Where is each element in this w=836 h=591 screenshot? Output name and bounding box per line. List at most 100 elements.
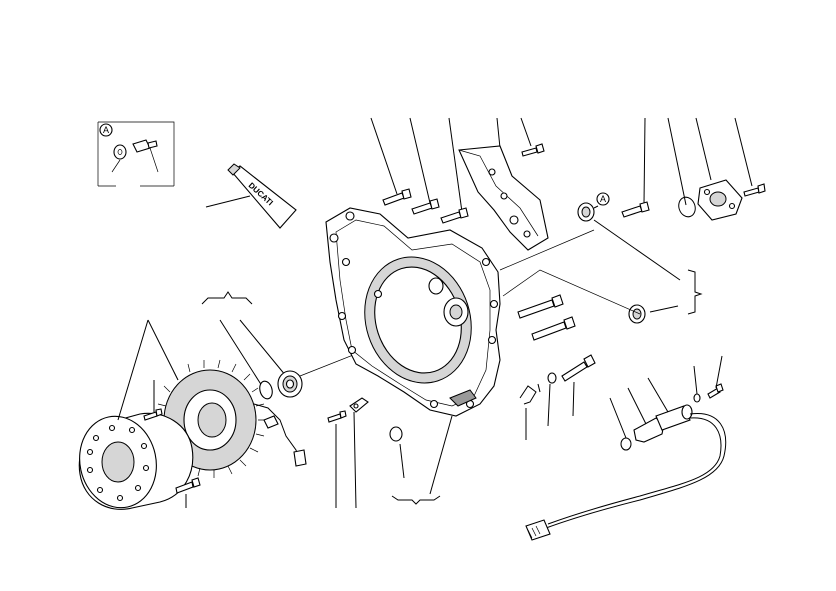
leader-5	[520, 117, 532, 147]
cover-bolt-hole-6	[347, 345, 357, 355]
bolt-a-head	[401, 188, 412, 200]
cover-bolt-hole-2	[345, 211, 355, 221]
cover-tab	[449, 389, 477, 407]
stator-bolt-2-head	[191, 477, 201, 488]
leader-8	[695, 117, 712, 181]
rotor-hole-9	[86, 466, 94, 474]
stator-bolts	[143, 408, 201, 508]
stator-wire	[253, 403, 301, 463]
bracket-hole-2	[500, 192, 508, 200]
leader-6	[643, 117, 646, 205]
callout-a-label-main: A	[600, 194, 606, 204]
sensor-oring	[620, 437, 632, 451]
rotor-hole-3	[128, 426, 136, 434]
small-bolt-bottom	[327, 413, 342, 423]
sensor-leaders	[609, 355, 723, 439]
bolt-f-head	[757, 183, 766, 194]
leader-2	[409, 117, 431, 204]
bolt-d-head	[535, 143, 545, 154]
bolt-e	[621, 205, 643, 218]
small-plate	[349, 397, 369, 413]
bearing-bore	[285, 379, 295, 389]
top-leader-lines	[370, 117, 753, 213]
bracket-hole-1	[488, 168, 496, 176]
inset-frame	[97, 121, 175, 187]
pickup-sensor	[525, 355, 727, 541]
inset-screw-shank	[147, 140, 158, 149]
rotor	[78, 319, 194, 510]
inset-leaders	[111, 147, 159, 173]
long-bolts-right	[517, 294, 596, 427]
bolt-a	[382, 192, 405, 206]
bushing-leader-1	[593, 219, 681, 281]
stator-wire-clip	[263, 415, 279, 429]
stator-connector	[293, 449, 307, 467]
bracket-hole-4	[523, 230, 531, 238]
dowel-pin	[389, 426, 403, 442]
top-bolts	[382, 143, 766, 224]
long-bolt-leaders	[547, 381, 575, 427]
cover-bolt-hole-4	[373, 289, 383, 299]
rotor-hole-2	[108, 424, 116, 432]
bracket-plate	[458, 145, 549, 251]
bushing-callout-a: A	[577, 192, 610, 222]
o-ring	[678, 196, 696, 218]
clip-arm	[537, 383, 541, 393]
wire-clip	[519, 383, 541, 440]
washer-right	[547, 372, 557, 384]
sensor-connector-pins	[527, 525, 541, 539]
rotor-hole-5	[142, 464, 150, 472]
bearing-group	[201, 291, 303, 400]
rotor-hole-4	[140, 442, 148, 450]
inset-washer-hole	[117, 149, 123, 155]
bolt-b-head	[429, 198, 440, 210]
bushing-arrow	[593, 205, 599, 209]
stator-bolt-1-head	[155, 408, 163, 417]
tube-leader	[205, 195, 251, 208]
sensor-washer	[693, 393, 701, 403]
cover-bolt-hole-1	[329, 233, 339, 243]
oring-flange	[678, 179, 743, 221]
rotor-hole-7	[116, 494, 124, 502]
rotor-hole-1	[92, 434, 100, 442]
flange-hole-1	[703, 188, 711, 196]
sensor-end	[681, 404, 693, 420]
leader-7	[667, 117, 687, 206]
leader-3	[448, 117, 463, 213]
sealant-tube: DUCATI	[205, 163, 297, 229]
cover-bolt-hole-5	[337, 311, 347, 321]
long-bolt-3	[561, 361, 588, 382]
left-brace	[201, 291, 253, 305]
bottom-leaders-left	[335, 411, 357, 509]
long-bolt-3-head	[583, 354, 596, 368]
tube-cap	[227, 163, 241, 176]
right-brace	[687, 269, 703, 315]
sensor-bolt-head	[715, 383, 724, 393]
bolt-c	[440, 211, 462, 224]
long-bolt-1-head	[551, 294, 564, 308]
bearing-leaders	[219, 319, 287, 387]
rotor-hole-8	[96, 486, 104, 494]
bolt-f	[743, 187, 760, 197]
callout-a-circle-main	[596, 192, 610, 206]
stator-bolt-2	[175, 481, 194, 494]
small-bolt-bottom-head	[339, 410, 347, 419]
cover-bolt-hole-9	[487, 335, 497, 345]
rotor-leaders	[117, 319, 179, 421]
flange-hole-2	[728, 202, 736, 210]
leader-1	[370, 117, 398, 195]
bottom-brace	[391, 495, 441, 505]
bolt-e-head	[639, 201, 650, 213]
bushing-leader-2	[649, 305, 679, 313]
long-bolt-2	[531, 321, 567, 341]
flange-bore	[709, 191, 727, 207]
guide-2	[502, 269, 641, 315]
long-bolt-2-head	[563, 316, 576, 330]
cover-boss-bore	[449, 304, 463, 320]
sensor-cable-edge	[547, 417, 722, 525]
bracket-hole-3	[509, 215, 519, 225]
sensor-cable	[545, 413, 727, 529]
cover-rim	[335, 219, 491, 407]
dowel-leader	[399, 443, 405, 479]
